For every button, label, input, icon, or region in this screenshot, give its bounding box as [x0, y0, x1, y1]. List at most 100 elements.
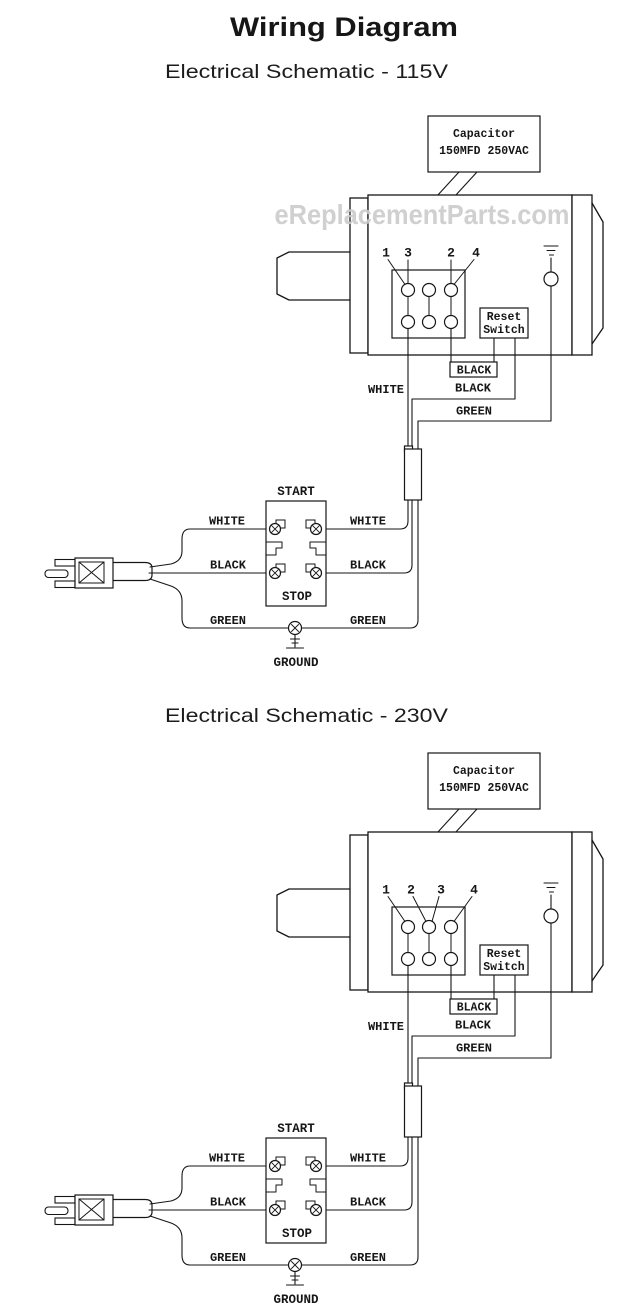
motor-shaft [276, 251, 351, 301]
wire-label-black: BLACK [350, 1196, 387, 1210]
white-wire [325, 328, 409, 530]
wire-label-green: GREEN [350, 1251, 386, 1265]
wire-label-green: GREEN [456, 1042, 492, 1056]
wire-label-white: WHITE [368, 1020, 404, 1034]
wire-label-green: GREEN [210, 614, 246, 628]
switch-contact [265, 541, 283, 556]
terminal-circle [400, 919, 416, 935]
plug-prong [54, 580, 76, 589]
terminal-circle [421, 282, 437, 298]
motor-ground-symbol [543, 882, 559, 893]
reset-switch-box [479, 307, 529, 339]
terminal-number-lead [387, 896, 406, 922]
wire-label-black: BLACK [457, 365, 492, 378]
terminal-number-lead [387, 259, 406, 285]
ground-label: GROUND [273, 1293, 319, 1307]
white-wire [325, 965, 409, 1167]
switch-start-label: START [277, 485, 315, 499]
black-wire-tag-box [449, 361, 498, 378]
wire-label-white: WHITE [209, 515, 245, 529]
wire-label-white: WHITE [368, 383, 404, 397]
green-wire [149, 922, 552, 1266]
motor-end-cap [591, 202, 604, 345]
terminal-circle [443, 951, 459, 967]
screw-cross-icon [271, 569, 279, 577]
motor-front-flange [349, 834, 369, 991]
motor-end-ring [571, 831, 593, 993]
terminal-number: 2 [447, 246, 455, 261]
capacitor-box [427, 752, 541, 810]
terminal-circle [400, 951, 416, 967]
capacitor-lead [454, 171, 478, 197]
capacitor-rating: 150MFD 250VAC [439, 782, 529, 795]
capacitor-name: Capacitor [453, 765, 515, 778]
cable-sheath [403, 1085, 423, 1138]
capacitor-lead [436, 808, 460, 834]
capacitor-box [427, 115, 541, 173]
terminal-number: 4 [472, 246, 480, 261]
terminal-number-lead [412, 896, 427, 922]
capacitor-lead [436, 171, 460, 197]
ground-symbol [285, 1270, 305, 1286]
screw-cross-icon [312, 525, 320, 533]
wire-label-green: GREEN [210, 1251, 246, 1265]
plug-prong [54, 558, 76, 567]
ground-label: GROUND [273, 656, 319, 670]
plug-ground-pin [44, 569, 69, 579]
terminal-number: 2 [407, 883, 415, 898]
switch-contact [265, 1178, 283, 1193]
terminal-circle [443, 314, 459, 330]
terminal-circle [400, 314, 416, 330]
ground-symbol [285, 633, 305, 649]
terminal-number: 4 [470, 883, 478, 898]
terminal-number: 1 [382, 246, 390, 261]
white-wire [149, 528, 267, 568]
motor-end-ring [571, 194, 593, 356]
screw-cross-icon [312, 1162, 320, 1170]
motor-ground-screw [543, 908, 559, 924]
reset-switch-label: Switch [483, 324, 525, 337]
schematic-title-230v: Electrical Schematic - 230V [165, 705, 448, 727]
plug-prong [54, 1195, 76, 1204]
reset-switch-label: Reset [487, 948, 522, 961]
screw-cross-icon [312, 569, 320, 577]
screw-cross-icon [291, 1261, 299, 1269]
switch-contact [309, 1178, 327, 1193]
terminal-number: 1 [382, 883, 390, 898]
wire-label-black: BLACK [455, 382, 492, 396]
motor-shaft [276, 888, 351, 938]
wire-label-white: WHITE [350, 1152, 386, 1166]
reset-switch-label: Reset [487, 311, 522, 324]
reset-switch-box [479, 944, 529, 976]
switch-contact [309, 541, 327, 556]
screw-cross-icon [271, 1162, 279, 1170]
terminal-number: 3 [404, 246, 412, 261]
green-wire [149, 285, 552, 629]
screw-cross-icon [271, 1206, 279, 1214]
plug-ground-pin [44, 1206, 69, 1216]
switch-start-label: START [277, 1122, 315, 1136]
plug-face-cross [78, 1198, 105, 1221]
power-cord [112, 1198, 153, 1219]
motor-ground-symbol [543, 245, 559, 256]
reset-switch-label: Switch [483, 961, 525, 974]
wire-label-white: WHITE [209, 1152, 245, 1166]
wire-label-black: BLACK [210, 559, 247, 573]
page-title: Wiring Diagram [230, 12, 458, 42]
black-wire-tag-box [449, 998, 498, 1015]
switch-stop-label: STOP [282, 1227, 312, 1241]
terminal-circle [421, 919, 437, 935]
watermark: eReplacementParts.com [275, 199, 570, 230]
terminal-circle [421, 951, 437, 967]
screw-cross-icon [271, 525, 279, 533]
white-wire [149, 1165, 267, 1205]
switch-stop-label: STOP [282, 590, 312, 604]
terminal-circle [421, 314, 437, 330]
wire-label-black: BLACK [457, 1002, 492, 1015]
capacitor-lead [454, 808, 478, 834]
terminal-number-lead [431, 896, 440, 922]
